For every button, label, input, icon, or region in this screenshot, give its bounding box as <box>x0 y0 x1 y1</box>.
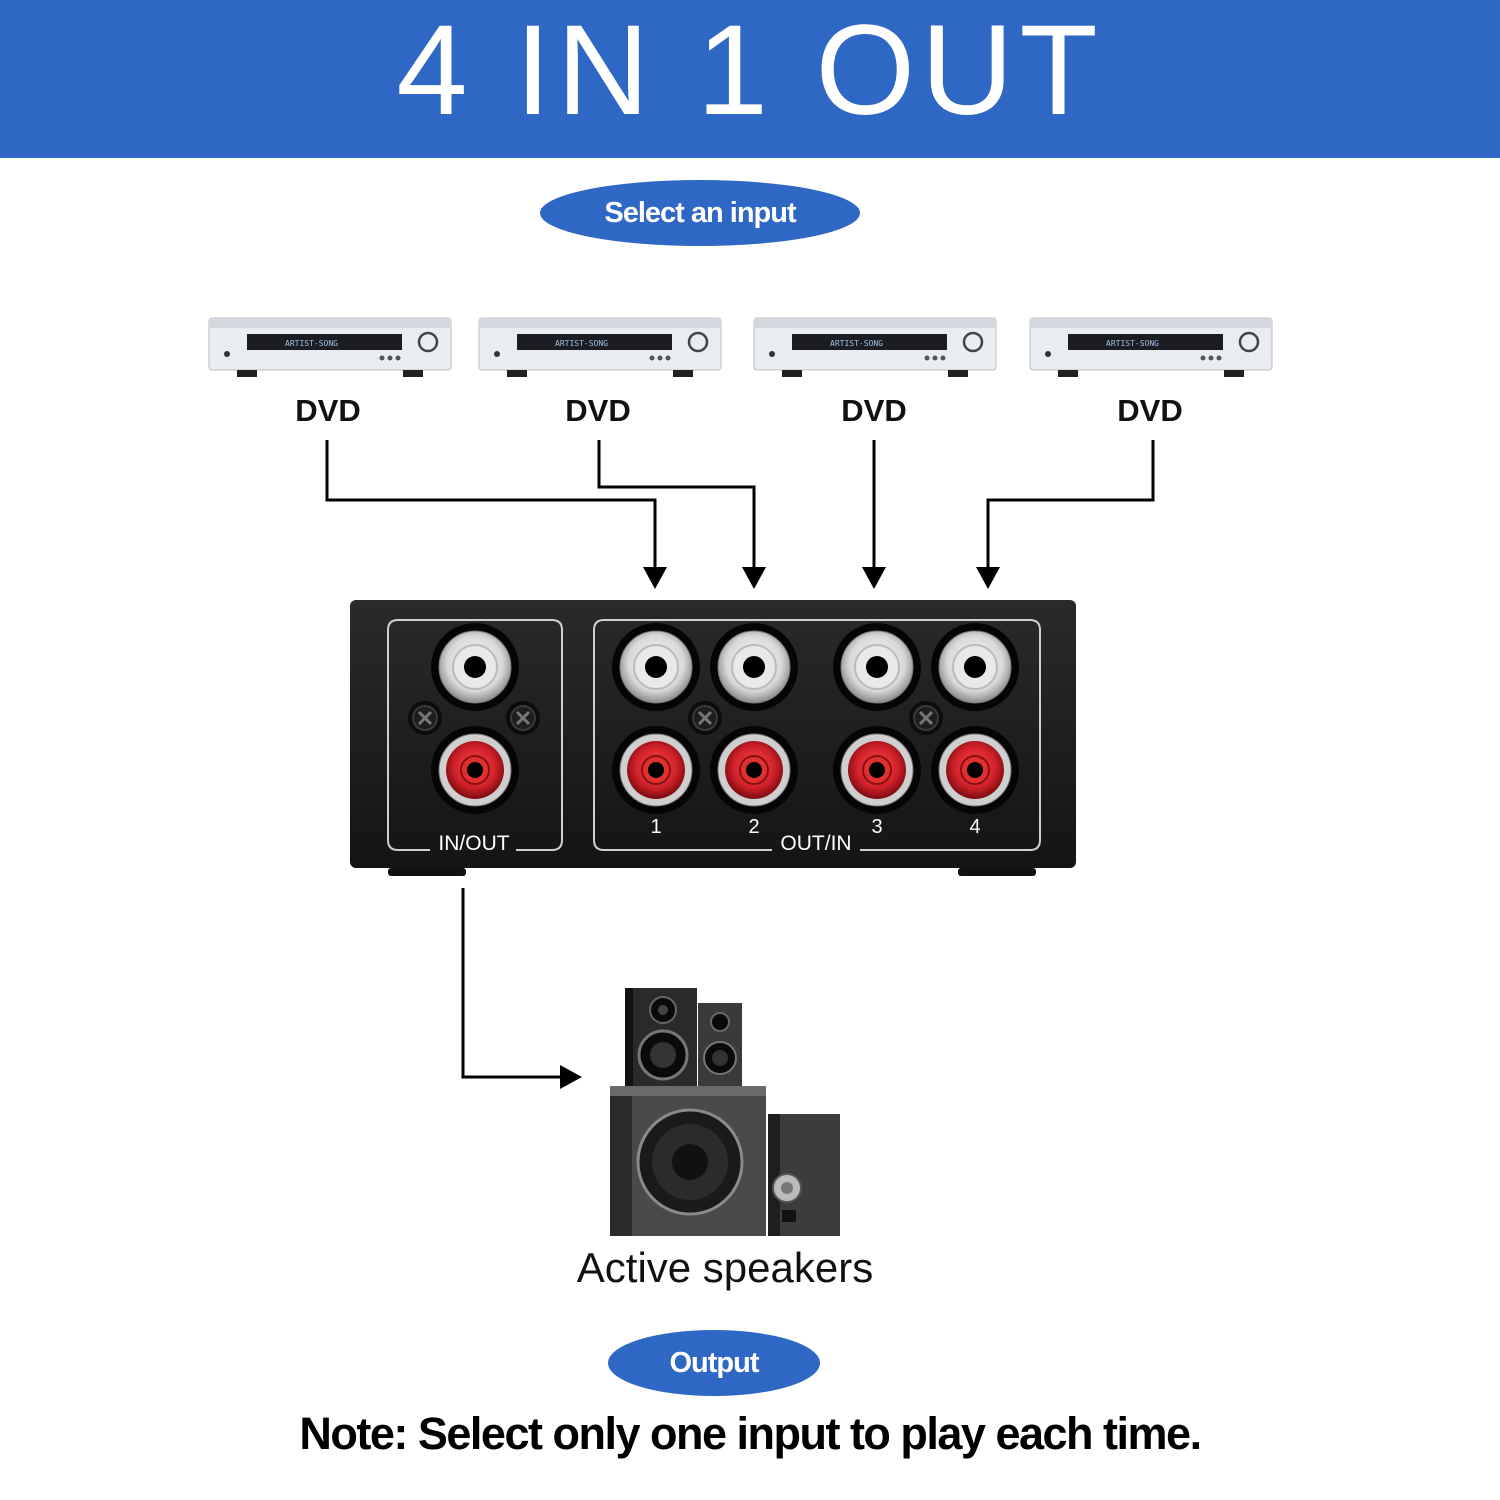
title-banner: 4 IN 1 OUT <box>0 0 1500 158</box>
out-in-label: OUT/IN <box>780 832 851 855</box>
port-number-1: 1 <box>650 816 661 838</box>
connection-line-1 <box>325 440 660 583</box>
dvd-player-1: ARTIST-SONG <box>208 317 452 377</box>
dvd-player-3: ARTIST-SONG <box>753 317 997 377</box>
dvd-screen-text: ARTIST-SONG <box>555 339 608 348</box>
dvd-player-2: ARTIST-SONG <box>478 317 722 377</box>
note-text: Note: Select only one input to play each… <box>299 1408 1202 1459</box>
audio-switch-box: IN/OUT OUT/IN 1 2 3 4 <box>350 600 1076 876</box>
dvd-label-2: DVD <box>565 393 631 428</box>
port-number-2: 2 <box>748 816 759 838</box>
dvd-label-1: DVD <box>295 393 361 428</box>
port-number-3: 3 <box>871 816 882 838</box>
select-input-pill: Select an input <box>540 180 860 246</box>
dvd-screen-text: ARTIST-SONG <box>830 339 883 348</box>
dvd-screen-text: ARTIST-SONG <box>1106 339 1159 348</box>
dvd-label-3: DVD <box>841 393 907 428</box>
connection-line-2 <box>597 440 759 583</box>
port-number-4: 4 <box>969 816 980 838</box>
input-connection-lines <box>325 440 1155 583</box>
dvd-player-4: ARTIST-SONG <box>1029 317 1273 377</box>
speakers-icon <box>610 988 840 1236</box>
dvd-label-4: DVD <box>1117 393 1183 428</box>
output-connection-line <box>461 888 582 1089</box>
connection-line-4 <box>983 440 1155 583</box>
input-arrowheads <box>643 567 1000 589</box>
output-pill: Output <box>608 1330 820 1396</box>
in-out-label: IN/OUT <box>438 832 509 855</box>
speakers-label: Active speakers <box>576 1244 874 1291</box>
banner-title: 4 IN 1 OUT <box>396 0 1104 142</box>
dvd-screen-text: ARTIST-SONG <box>285 339 338 348</box>
